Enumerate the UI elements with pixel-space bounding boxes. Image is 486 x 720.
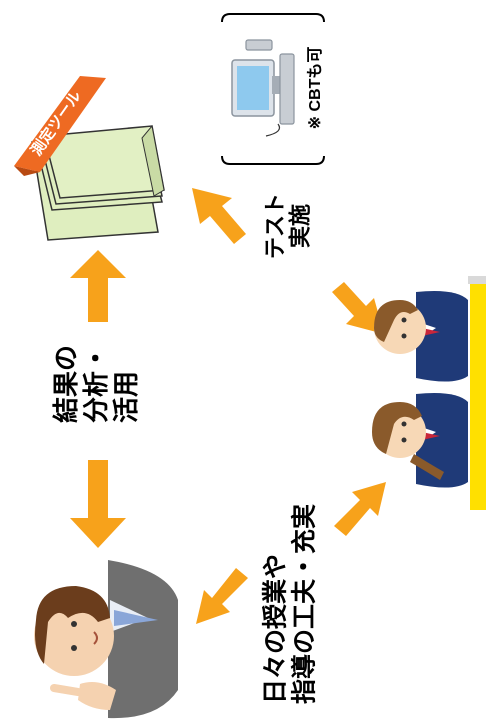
arrow-to-tool xyxy=(70,250,126,322)
student-1 xyxy=(374,291,468,382)
arrow-to-teacher-down xyxy=(70,460,126,548)
paper-stack xyxy=(31,124,165,241)
analysis-label: 結果の 分析・ 活用 xyxy=(51,344,141,424)
desk xyxy=(470,280,486,510)
teacher-hand xyxy=(78,682,116,710)
cbt-bracket xyxy=(221,13,325,165)
teacher-illustration xyxy=(34,560,178,719)
students-illustration xyxy=(372,276,486,510)
arrow-to-students-top xyxy=(332,282,384,334)
measurement-tool-icon: 測定ツール xyxy=(14,76,165,241)
arrow-students-to-tool xyxy=(192,188,246,244)
cbt-note: ※ CBTも可 xyxy=(306,46,324,130)
computer-icon xyxy=(231,39,295,137)
teaching-label: 日々の授業や 指導の工夫・充実 xyxy=(261,503,318,705)
student-2 xyxy=(372,393,468,488)
teacher-suit xyxy=(108,560,178,719)
arrow-to-teacher xyxy=(196,568,248,624)
arrow-to-students-bottom xyxy=(334,482,386,536)
test-label: テスト 実施 xyxy=(262,192,313,260)
